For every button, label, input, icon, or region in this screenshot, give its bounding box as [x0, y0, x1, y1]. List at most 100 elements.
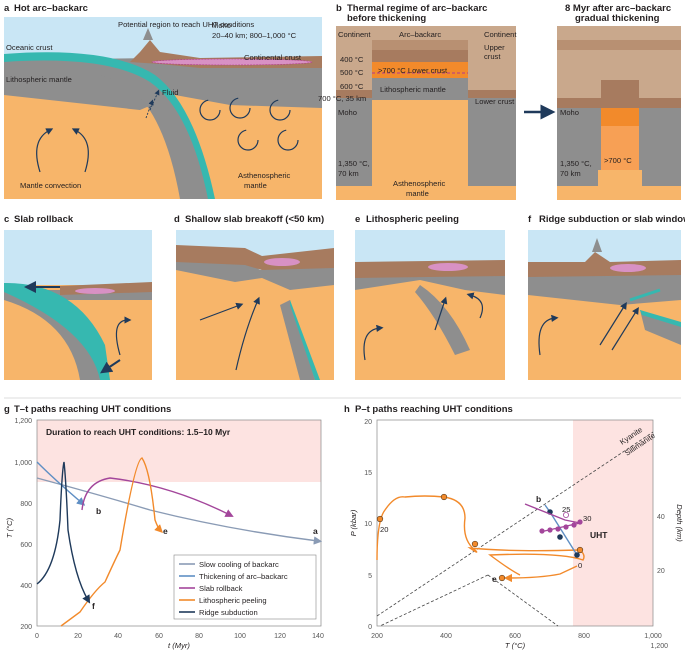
panel-b-lower-crust-right	[468, 90, 516, 98]
y-tick-label: 1,200	[14, 418, 32, 425]
panel-h-uht-field	[573, 420, 653, 626]
panel-a-oceanic-crust-label: Oceanic crust	[6, 43, 53, 52]
panel-a-oceanic-crust	[4, 52, 215, 200]
y-tick-label: 0	[368, 624, 372, 631]
panel-g-uht-band	[37, 420, 321, 482]
panel-b-litho-mantle-label: Lithospheric mantle	[380, 85, 446, 94]
legend-label: Slow cooling of backarc	[199, 560, 279, 569]
panel-f-title: Ridge subduction or slab window	[539, 214, 685, 225]
panel-b-letter: b	[336, 3, 342, 14]
panel-b-after-root-hot-top	[601, 108, 639, 126]
panel-a-letter: a	[4, 3, 10, 14]
panel-c-uht-region	[75, 288, 115, 294]
panel-h-pt-marker	[557, 534, 563, 540]
panel-b: b Thermal regime of arc–backarc before t…	[318, 3, 681, 200]
panel-a-continental-crust-label: Continental crust	[244, 53, 302, 62]
panel-a-uht-region-label: Potential region to reach UHT conditions	[118, 20, 254, 29]
panel-h-pt-marker	[574, 552, 580, 558]
panel-h-path-peeling-end	[503, 565, 578, 583]
panel-b-continent-left: Continent	[338, 30, 371, 39]
legend-label: Slab rollback	[199, 584, 243, 593]
panel-e-title: Lithospheric peeling	[366, 214, 459, 225]
panel-d-detached-slab	[280, 300, 315, 380]
panel-a-convection-cell	[277, 129, 299, 151]
panel-c-slab	[4, 283, 100, 380]
x-tick-label: 20	[74, 633, 82, 640]
panel-c-flow-arrow	[115, 316, 132, 356]
panel-h-kyanite-sillimanite-line	[376, 431, 654, 617]
panel-h-pt-marker	[555, 526, 561, 532]
panel-h-pt-label-30: 30	[583, 514, 591, 523]
panel-a-mantle-convection-label: Mantle convection	[20, 181, 81, 190]
panel-b-after-root-crust	[601, 80, 639, 108]
panel-f-oceanic-crust	[640, 310, 681, 327]
panel-a-volcano-icon	[143, 28, 153, 40]
panel-c-title: Slab rollback	[14, 214, 74, 225]
panel-a-convection-cell	[237, 129, 259, 151]
panel-h-pt-marker	[563, 512, 570, 519]
panel-b-moho-700: 700 °C, 35 km	[318, 94, 366, 103]
panel-b-title-1: Thermal regime of arc–backarc	[347, 3, 487, 14]
panel-e-letter: e	[355, 214, 360, 225]
y-tick-label: 200	[20, 624, 32, 631]
panel-h-uht-label: UHT	[590, 530, 608, 540]
panel-h-andalusite-line	[487, 574, 559, 627]
panel-c-oceanic-crust	[4, 282, 110, 380]
panel-g-y-ticks: 1,200 1,000 800 600 400 200	[14, 418, 32, 631]
panel-f-flow-arrow	[538, 314, 559, 356]
panel-b-lower-crust-label: Lower crust	[475, 97, 515, 106]
panel-b-right-continent-crust	[468, 26, 516, 96]
panel-h: h P–t paths reaching UHT conditions 20 1…	[344, 404, 684, 650]
panel-f-volcano-icon	[592, 238, 602, 252]
panel-f-crust	[528, 252, 681, 277]
x-tick-label: 0	[35, 633, 39, 640]
panel-a-astheno-label-2: mantle	[244, 181, 267, 190]
panel-h-pt-label-25: 25	[562, 505, 570, 514]
panel-b-moho-label: Moho	[338, 108, 357, 117]
panel-f-flow-arrow	[611, 306, 639, 351]
panel-h-y-label: P (kbar)	[349, 509, 358, 536]
panel-g-path-slab-rollback	[81, 477, 234, 517]
panel-b-astheno-2: mantle	[406, 189, 429, 198]
panel-h-x-ticks: 200 400 600 800 1,000 1,200	[371, 633, 668, 650]
x-tick-label: 40	[114, 633, 122, 640]
panel-g-label-a: a	[313, 526, 318, 536]
panel-e-uht-region	[428, 263, 468, 271]
x-tick-label: 800	[578, 633, 590, 640]
panel-g-letter: g	[4, 404, 10, 415]
y-tick-label: 600	[20, 542, 32, 549]
panel-b-continent-right: Continent	[484, 30, 517, 39]
x-tick-label: 1,000	[644, 633, 662, 640]
panel-h-pt-marker	[571, 522, 577, 528]
panel-d-letter: d	[174, 214, 180, 225]
panel-b-after-root-hot	[601, 126, 639, 170]
panel-a-moho-label: Moho	[212, 21, 231, 30]
panel-b-after-title-2: gradual thickening	[575, 13, 660, 24]
y-tick-label: 1,000	[14, 460, 32, 467]
y-tick-label: 400	[20, 583, 32, 590]
panel-b-after-root-base	[598, 170, 642, 186]
panel-h-phase-line	[379, 574, 489, 627]
panel-h-pt-marker	[440, 493, 448, 501]
panel-g-path-ridge	[36, 461, 91, 604]
panel-g-title: T–t paths reaching UHT conditions	[14, 404, 171, 415]
panel-g-axes-frame	[36, 419, 322, 627]
panel-e-flow-arrow	[466, 292, 483, 319]
panel-g: g T–t paths reaching UHT conditions Dura…	[4, 404, 324, 650]
panel-b-arc-backarc: Arc–backarc	[399, 30, 441, 39]
panel-h-pt-marker	[539, 528, 545, 534]
panel-b-lower-crust-left	[336, 90, 372, 98]
y-tick-label: 20	[364, 419, 372, 426]
panel-c: c Slab rollback	[4, 214, 152, 380]
panel-h-pt-marker	[563, 524, 569, 530]
panel-h-path-peeling	[376, 495, 585, 576]
panel-c-slab-arrow	[100, 359, 121, 374]
panel-a-convection-cell	[229, 97, 251, 119]
panel-d-flow-arrow	[235, 296, 260, 371]
panel-h-x-label: T (°C)	[505, 641, 526, 650]
panel-h-axes-frame	[376, 419, 654, 627]
depth-tick-label: 20	[657, 568, 665, 575]
panel-c-letter: c	[4, 214, 9, 225]
panel-b-after-t1350-1: 1,350 °C,	[560, 159, 592, 168]
